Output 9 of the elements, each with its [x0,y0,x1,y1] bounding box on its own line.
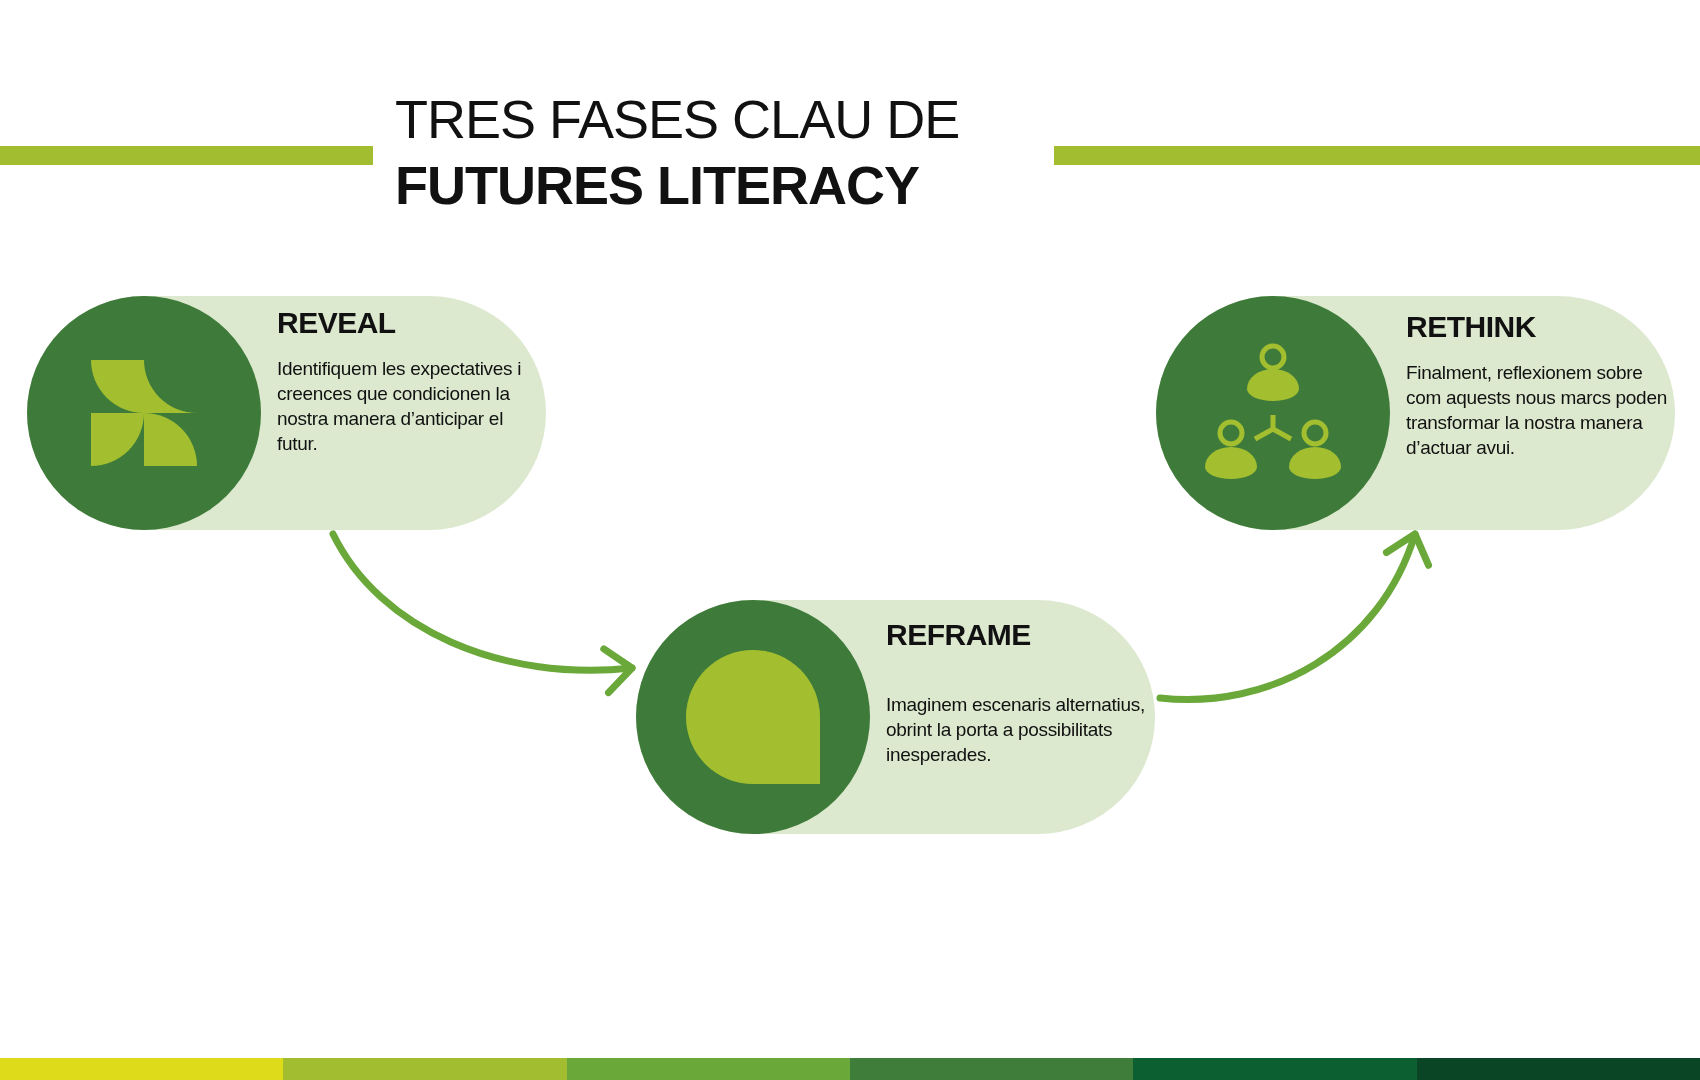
title: TRES FASES CLAU DE FUTURES LITERACY [395,88,960,217]
curved-arrow [329,530,636,696]
phase-heading: REFRAME [886,618,1032,652]
phase-heading: REVEAL [277,306,397,340]
phase-heading: RETHINK [1406,310,1537,344]
phase-description: Identifiquem les expectatives i creences que condicionen la nostra manera d’anticipar el futur. [277,357,523,456]
phase-description: Finalment, reflexionem sobre com aquests nous marcs poden transformar la nostra manera d’actuar avui. [1406,361,1668,460]
phase-description: Imaginem escenaris alternatius, obrint la porta a possibilitats inesperades. [886,693,1146,767]
curved-arrow [1156,530,1431,703]
